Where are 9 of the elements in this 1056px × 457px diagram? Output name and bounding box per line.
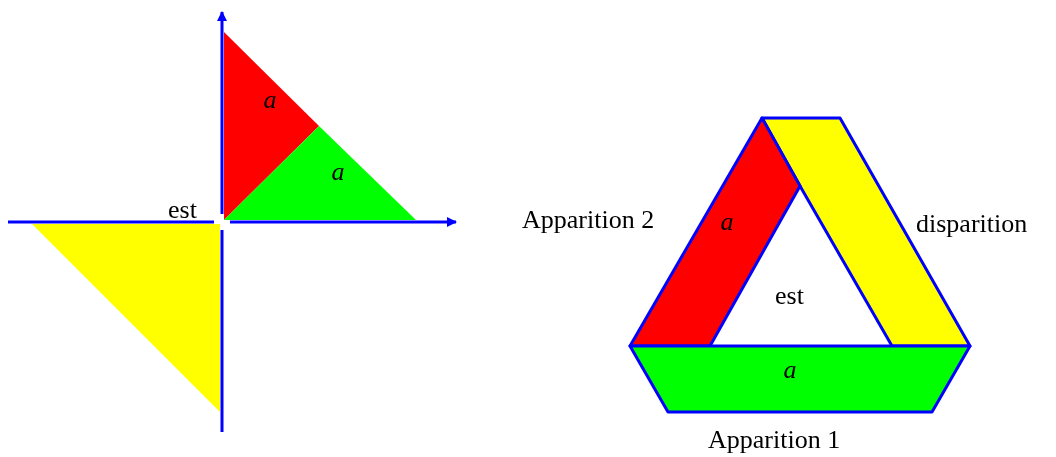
text-label: est: [775, 283, 804, 309]
angle-label: a: [720, 209, 734, 235]
angle-label: a: [331, 159, 345, 185]
angle-label: a: [263, 87, 277, 113]
text-label: disparition: [916, 211, 1028, 237]
text-label: Apparition 1: [708, 427, 841, 453]
angle-label: a: [783, 357, 797, 383]
text-label: est: [168, 197, 197, 223]
text-label: Apparition 2: [522, 207, 655, 233]
